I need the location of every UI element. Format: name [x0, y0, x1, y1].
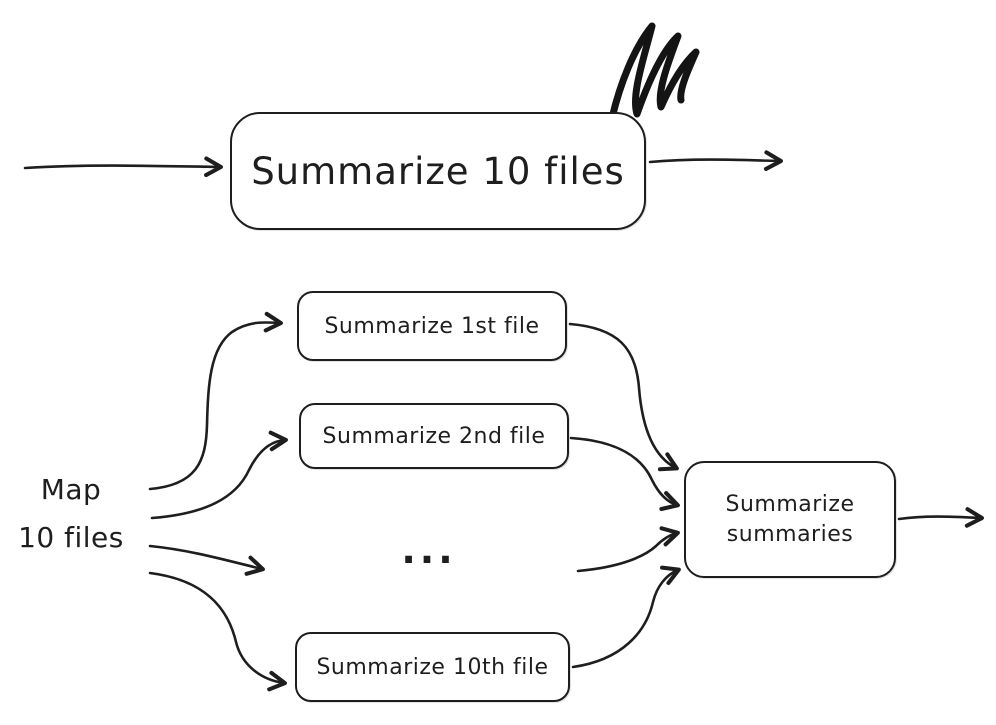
summarize-1st-file-box: Summarize 1st file [297, 291, 567, 361]
map-label-line1: Map [40, 473, 102, 506]
map-arrow-to-ellipsis [148, 544, 265, 576]
summarize-2nd-file-label: Summarize 2nd file [322, 423, 546, 449]
map-label-line2: 10 files [18, 520, 124, 554]
summarize-1st-file-label: Summarize 1st file [324, 313, 540, 339]
box1-to-merge-arrow [568, 322, 679, 472]
map-label: Map 10 files [6, 466, 136, 561]
box3-to-merge-arrow [571, 565, 681, 669]
summarize-summaries-label-line1: Summarize [725, 491, 855, 517]
summarize-10-files-box: Summarize 10 files [230, 112, 646, 230]
summarize-summaries-label-line2: summaries [726, 521, 854, 547]
summarize-10th-file-label: Summarize 10th file [316, 654, 549, 680]
ellipsis-to-merge-arrow [576, 526, 680, 573]
summarize-10th-file-box: Summarize 10th file [295, 632, 570, 702]
merge-exit-arrow [897, 507, 984, 528]
top-entry-arrow [23, 156, 223, 178]
map-arrow-to-box1 [148, 311, 283, 491]
summarize-10-files-label: Summarize 10 files [251, 149, 625, 193]
box2-to-merge-arrow [569, 436, 680, 511]
map-arrow-to-box3 [148, 571, 287, 692]
ellipsis-text: ... [401, 528, 457, 572]
top-exit-arrow [648, 150, 783, 171]
map-arrow-to-box2 [150, 430, 288, 520]
scribble-mark [608, 22, 700, 122]
summarize-summaries-box: Summarize summaries [684, 461, 896, 578]
summarize-2nd-file-box: Summarize 2nd file [299, 403, 569, 469]
